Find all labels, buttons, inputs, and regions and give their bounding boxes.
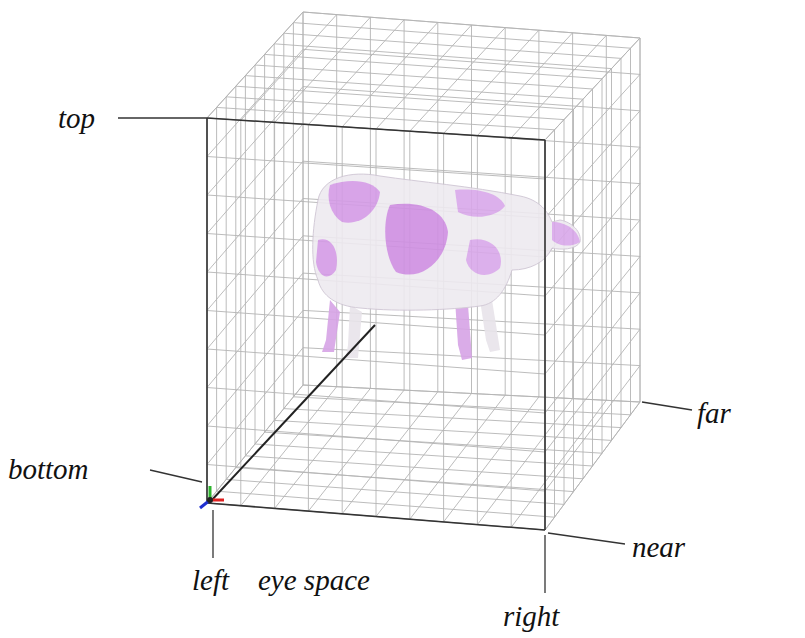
grid-line: [545, 220, 640, 335]
grid-line: [274, 420, 611, 440]
grid-line: [611, 69, 612, 441]
grid-line: [545, 256, 640, 374]
near-plane-edge: [207, 503, 545, 530]
cow-patch: [466, 239, 501, 275]
grid-line: [511, 35, 606, 137]
axis-label: top: [58, 104, 95, 133]
grid-line: [207, 236, 303, 349]
grid-line: [602, 79, 603, 453]
grid-line: [207, 199, 303, 311]
cow-patch: [455, 190, 505, 217]
grid-line: [303, 385, 640, 402]
grid-line: [444, 30, 539, 133]
grid-line: [621, 58, 622, 427]
grid-line: [255, 444, 593, 466]
axis-label: near: [632, 533, 685, 562]
cow-leg: [346, 305, 362, 358]
grid-line: [207, 118, 208, 503]
cow-leg: [480, 300, 500, 352]
grid-line: [245, 76, 583, 100]
cow-model: [313, 174, 581, 360]
near-plane-edge: [206, 118, 208, 503]
grid-line: [255, 65, 593, 89]
axis-label: far: [697, 399, 731, 428]
grid-line: [207, 349, 545, 374]
cow-body: [313, 174, 581, 310]
axis-icon: [200, 486, 224, 508]
grid-line: [545, 366, 640, 491]
grid-line: [207, 388, 545, 414]
axis-label: left: [192, 566, 229, 595]
grid-line: [293, 23, 294, 397]
grid-line: [606, 35, 607, 400]
grid-line: [477, 399, 572, 525]
grid-line: [207, 465, 545, 492]
grid-line: [293, 397, 630, 415]
grid-line: [630, 48, 631, 415]
grid-line: [545, 402, 640, 530]
grid-line: [410, 28, 505, 132]
leader-lines: [118, 118, 692, 593]
grid-line: [207, 273, 303, 387]
axis-label: bottom: [8, 455, 89, 484]
cow-leg: [322, 300, 340, 352]
grid-line: [303, 12, 304, 385]
near-plane-edge: [207, 118, 545, 140]
grid-line: [545, 140, 546, 530]
axis-label: eye space: [258, 566, 370, 595]
cow-patch: [385, 204, 448, 275]
grid-line: [640, 38, 641, 402]
grid-line: [410, 395, 505, 519]
grid-line: [303, 12, 304, 385]
grid-line: [283, 33, 284, 408]
grid-line: [303, 385, 640, 402]
grid-line: [545, 293, 640, 413]
axis-label: right: [503, 602, 559, 631]
cow-patch: [316, 239, 337, 276]
grid-line: [207, 426, 545, 452]
grid-line: [444, 397, 539, 522]
grid-line: [640, 38, 641, 402]
grid-line: [207, 118, 208, 503]
cow-head: [552, 222, 580, 246]
grid-line: [207, 503, 545, 530]
near-plane-edge: [544, 140, 546, 530]
grid-line: [477, 33, 572, 136]
grid-line: [511, 400, 606, 527]
grid-line: [545, 329, 640, 452]
grid-line: [265, 432, 602, 453]
near-plane-outline: [207, 118, 545, 530]
cow-leg: [455, 300, 472, 360]
grid-line: [545, 140, 546, 530]
view-axis: [210, 325, 375, 502]
grid-line: [545, 402, 640, 530]
wireframe-grid: [207, 12, 640, 530]
grid-line: [264, 54, 265, 432]
cow-patch: [329, 181, 381, 223]
